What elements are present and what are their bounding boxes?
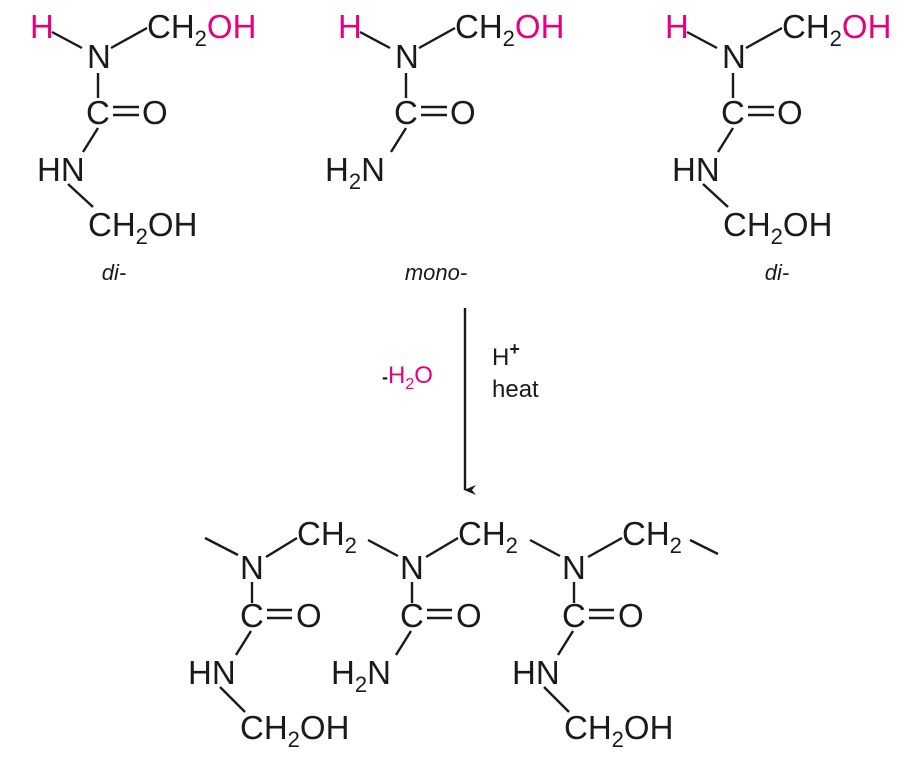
atom-c: C (86, 94, 110, 131)
bond-c-hn (716, 127, 735, 153)
heat-label: heat (492, 376, 539, 403)
reactant-label: di- (102, 260, 126, 285)
atom-n: N (395, 38, 419, 75)
group-ch2: CH2 (458, 515, 518, 558)
bond-c-hn (556, 630, 575, 656)
group-ch2oh: CH2OH (455, 8, 564, 51)
bond-hn-ch2 (702, 183, 729, 208)
atom-n: N (240, 549, 264, 586)
atom-o: O (618, 597, 644, 634)
group-ch2oh: CH2OH (564, 709, 673, 752)
bond-n-ch2 (587, 536, 623, 559)
bond-n-ch2 (745, 26, 783, 50)
reaction-arrow-group: -H2O H+ heat (382, 308, 539, 495)
group-ch2oh: CH2OH (782, 8, 891, 51)
group-ch2oh: CH2OH (88, 206, 197, 249)
atom-h: H (665, 8, 689, 45)
group-ch2oh: CH2OH (147, 8, 256, 51)
group-ch2oh: CH2OH (240, 709, 349, 752)
group-h2n: H2N (325, 151, 385, 194)
reactant-di-left: H N CH2OH C O HN CH2OH di- (30, 8, 256, 285)
atom-hn: HN (188, 654, 236, 691)
product-polymer: N CH2 N CH2 N CH2 C O HN CH2OH C O H2N C (188, 515, 719, 752)
reactant-label: mono- (405, 260, 467, 285)
bond-chain-start (204, 536, 239, 557)
bond-n-ch2 (418, 26, 456, 50)
atom-n: N (87, 38, 111, 75)
atom-hn: HN (672, 151, 720, 188)
atom-c: C (394, 94, 418, 131)
atom-o: O (456, 597, 482, 634)
reactant-di-right: H N CH2OH C O HN CH2OH di- (665, 8, 891, 285)
water-loss-label: -H2O (382, 362, 433, 393)
bond-h-n (51, 30, 83, 50)
reactant-mono: H N CH2OH C O H2N mono- (325, 8, 564, 285)
bond-hn-ch2 (219, 686, 246, 713)
bond-c-nh2 (394, 630, 413, 656)
atom-o: O (142, 94, 168, 131)
bond-h-n (686, 30, 718, 50)
atom-n: N (400, 549, 424, 586)
bond-chain-end (689, 538, 719, 556)
atom-o: O (777, 94, 803, 131)
bond-n-ch2 (425, 536, 459, 559)
bond-h-n (359, 30, 391, 50)
bond-n-ch2 (110, 26, 148, 50)
atom-h: H (338, 8, 362, 45)
group-ch2oh: CH2OH (723, 206, 832, 249)
atom-c: C (240, 597, 264, 634)
bond-n-ch2 (265, 536, 298, 559)
atom-n: N (562, 549, 586, 586)
atom-c: C (400, 597, 424, 634)
catalyst-label: H+ (492, 339, 520, 371)
bond-c-hn (234, 630, 253, 656)
atom-n: N (722, 38, 746, 75)
atom-o: O (296, 597, 322, 634)
bond-c-hn (81, 127, 100, 153)
atom-o: O (450, 94, 476, 131)
bond-hn-ch2 (67, 183, 94, 208)
atom-c: C (721, 94, 745, 131)
bond-ch2-n (367, 538, 399, 558)
atom-hn: HN (37, 151, 85, 188)
bond-hn-ch2 (543, 686, 570, 713)
group-ch2: CH2 (297, 515, 357, 558)
atom-c: C (562, 597, 586, 634)
reactant-label: di- (765, 260, 789, 285)
group-ch2: CH2 (622, 515, 682, 558)
bond-c-nh2 (389, 127, 408, 153)
bond-ch2-n (529, 538, 561, 558)
group-h2n: H2N (331, 654, 391, 697)
atom-h: H (30, 8, 54, 45)
atom-hn: HN (512, 654, 560, 691)
